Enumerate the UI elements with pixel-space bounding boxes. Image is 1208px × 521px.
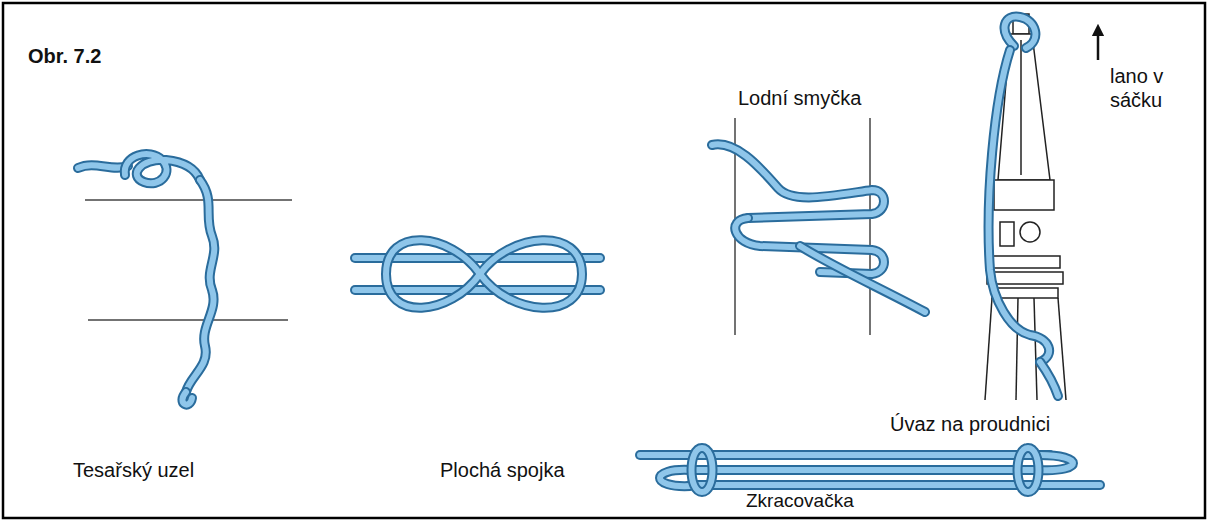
- direction-arrow: [1097, 30, 1100, 60]
- rope-note: lano v sáčku: [1110, 64, 1168, 112]
- knot-name: Lodní smyčka: [738, 86, 861, 110]
- figure-frame: [3, 3, 1205, 518]
- rope-fill: [1005, 17, 1036, 48]
- rope-outline: [182, 392, 192, 405]
- rope-fill: [182, 392, 192, 405]
- rope-outline: [690, 465, 1040, 475]
- rope-outline: [660, 470, 690, 486]
- rope-outline: [712, 144, 884, 218]
- rope-outline: [989, 50, 1050, 362]
- nozzle-symbol: [985, 14, 1066, 400]
- rope-fill: [690, 467, 1040, 473]
- rope-fill: [692, 448, 713, 492]
- rope-outline: [386, 240, 582, 308]
- figure-number: Obr. 7.2: [28, 44, 101, 68]
- rope-fill: [1040, 362, 1058, 396]
- rope-fill: [989, 50, 1050, 362]
- rope-fill: [1040, 455, 1073, 470]
- knot-name: Úvaz na proudnici: [890, 412, 1050, 436]
- rope-outline: [800, 246, 925, 312]
- rope-group: [78, 17, 1100, 492]
- rope-fill: [125, 154, 200, 183]
- rope-fill: [660, 470, 690, 486]
- support-lines: [85, 118, 870, 335]
- knot-name: Plochá spojka: [440, 458, 565, 482]
- rope-fill: [800, 246, 925, 312]
- rope-fill: [186, 180, 214, 392]
- rope-fill: [1018, 448, 1039, 492]
- rope-outline: [1005, 17, 1036, 48]
- rope-fill: [386, 240, 582, 308]
- rope-outline: [1040, 362, 1058, 396]
- rope-outline: [692, 448, 713, 492]
- knot-name: Tesařský uzel: [73, 458, 194, 482]
- rope-fill: [712, 144, 884, 218]
- rope-outline: [186, 180, 214, 392]
- knot-name: Zkracovačka: [746, 489, 854, 513]
- rope-outline: [125, 154, 200, 183]
- rope-outline: [1018, 448, 1039, 492]
- rope-outline: [1040, 455, 1073, 470]
